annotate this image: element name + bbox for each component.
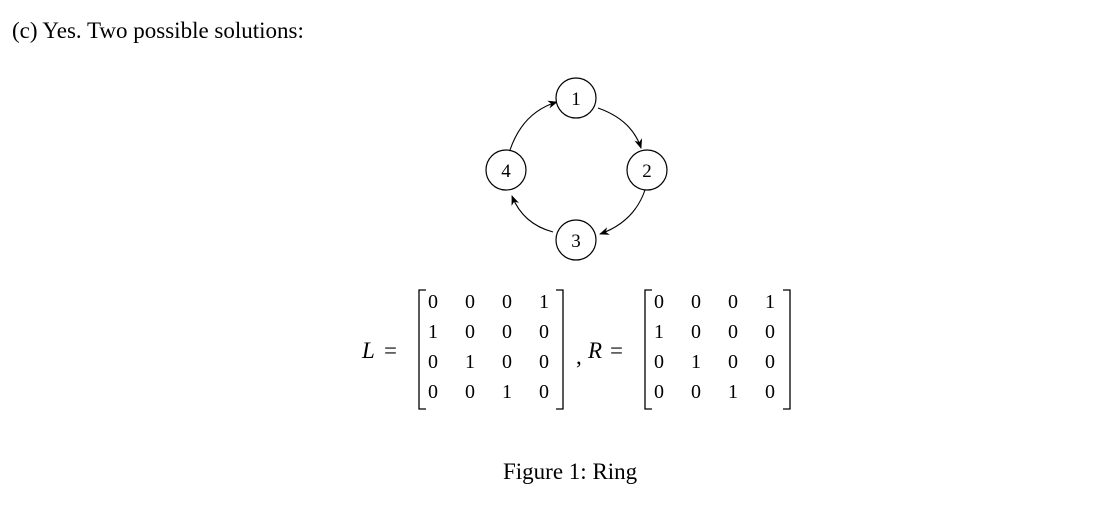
- matrix-L-cell: 0: [465, 381, 475, 403]
- matrix-L-cell: 0: [539, 351, 549, 373]
- node-4: 4: [485, 149, 527, 191]
- node-1-label: 1: [571, 89, 581, 110]
- edge-2-to-3: [599, 189, 646, 235]
- matrix-L-cell: 0: [428, 381, 438, 403]
- edge-4-to-1: [509, 100, 558, 151]
- matrix-R-cell: 1: [691, 351, 701, 373]
- intro-text: (c) Yes. Two possible solutions:: [12, 18, 304, 43]
- matrix-L-cell: 1: [539, 291, 549, 313]
- matrix-L-cell: 0: [539, 321, 549, 343]
- matrix-R-cell: 0: [654, 381, 664, 403]
- matrix-L-right-bracket: [556, 289, 564, 410]
- matrix-L-cell: 0: [465, 291, 475, 313]
- matrix-R-cell: 0: [728, 321, 738, 343]
- symbol-R: R: [588, 338, 603, 363]
- matrix-R-cell: 0: [691, 321, 701, 343]
- matrix-L-cell: 0: [465, 321, 475, 343]
- node-4-label: 4: [501, 161, 511, 182]
- edge-1-to-2: [597, 107, 643, 149]
- matrix-R-cell: 1: [728, 381, 738, 403]
- edge-3-to-4: [511, 195, 554, 233]
- matrix-R-right-bracket: [783, 289, 791, 410]
- matrix-L-cell: 0: [502, 321, 512, 343]
- equals-sign-L: =: [384, 338, 397, 363]
- node-3: 3: [555, 219, 597, 261]
- equals-sign-R: =: [610, 338, 623, 363]
- matrix-L-cell: 0: [502, 291, 512, 313]
- matrix-R-cell: 0: [728, 351, 738, 373]
- matrix-R-cell: 0: [654, 351, 664, 373]
- matrix-R-cell: 0: [691, 381, 701, 403]
- figure-caption: Figure 1: Ring: [503, 459, 638, 484]
- symbol-L: L: [362, 338, 375, 363]
- matrix-R-cell: 1: [765, 291, 775, 313]
- matrix-R-cell: 0: [765, 321, 775, 343]
- matrix-L-cell: 0: [428, 291, 438, 313]
- matrix-L-cell: 0: [428, 351, 438, 373]
- matrix-L-cell: 1: [465, 351, 475, 373]
- matrix-R-cell: 1: [654, 321, 664, 343]
- matrix-L-cell: 0: [502, 351, 512, 373]
- matrix-R-cell: 0: [691, 291, 701, 313]
- node-1: 1: [555, 77, 597, 119]
- matrix-L-cell: 1: [502, 381, 512, 403]
- matrix-L-left-bracket: [418, 289, 426, 410]
- matrix-R-cell: 0: [765, 381, 775, 403]
- matrix-R-cell: 0: [765, 351, 775, 373]
- comma-separator: ,: [576, 344, 582, 369]
- matrix-R-cell: 0: [654, 291, 664, 313]
- node-2-label: 2: [642, 161, 652, 182]
- matrix-R-left-bracket: [644, 289, 652, 410]
- matrix-R-cell: 0: [728, 291, 738, 313]
- matrix-L-cell: 0: [539, 381, 549, 403]
- matrix-L-cell: 1: [428, 321, 438, 343]
- node-3-label: 3: [571, 231, 581, 252]
- node-2: 2: [626, 149, 668, 191]
